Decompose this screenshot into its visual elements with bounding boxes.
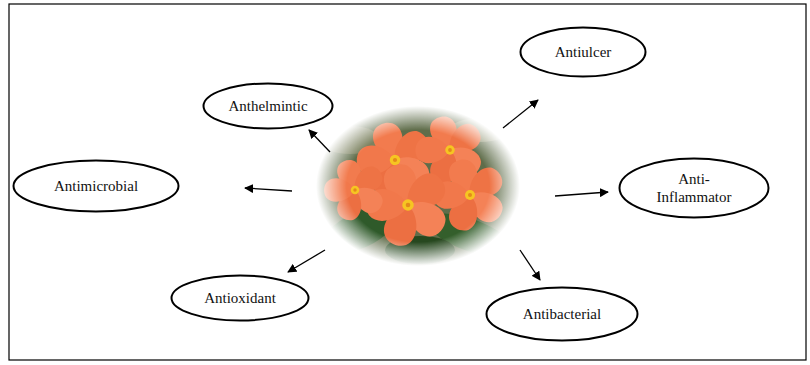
effect-label: Antibacterial bbox=[523, 305, 601, 323]
ellipse-shape bbox=[172, 276, 309, 321]
ellipse-node: Antibacterial bbox=[485, 286, 639, 342]
pointer-arrow bbox=[245, 188, 292, 191]
effect-label: Antioxidant bbox=[204, 289, 276, 307]
effect-label: Antiulcer bbox=[555, 43, 612, 61]
node-label-group: Antioxidant bbox=[204, 289, 276, 307]
pointer-arrow bbox=[520, 250, 540, 280]
frame bbox=[9, 4, 806, 360]
node-label-group: Antiulcer bbox=[555, 43, 612, 61]
ellipse-shape bbox=[14, 161, 179, 212]
ellipse-node: Antioxidant bbox=[170, 274, 310, 322]
ellipse-shape bbox=[620, 159, 769, 218]
node-label-group: Antibacterial bbox=[523, 305, 601, 323]
ellipse-shape bbox=[487, 288, 638, 341]
pointer-arrow bbox=[288, 250, 325, 272]
ellipse-node: Anti- Inflammator bbox=[618, 157, 770, 219]
flower-photo bbox=[300, 100, 540, 270]
effect-label: Antimicrobial bbox=[54, 177, 138, 195]
pointer-arrows bbox=[245, 100, 608, 280]
effect-label: Anti- Inflammator bbox=[647, 170, 742, 206]
ellipse-outline bbox=[618, 157, 770, 219]
ellipse-node: Antimicrobial bbox=[12, 159, 180, 213]
ellipse-node: Antiulcer bbox=[519, 26, 647, 78]
effect-label: Anthelmintic bbox=[228, 97, 307, 115]
ellipse-shape bbox=[521, 28, 646, 77]
node-label-group: Anti- Inflammator bbox=[647, 170, 742, 206]
ellipse-node: Anthelmintic bbox=[202, 82, 334, 130]
pointer-arrow bbox=[309, 130, 330, 152]
pointer-arrow bbox=[555, 192, 608, 196]
pointer-arrow bbox=[503, 100, 538, 128]
ellipse-shape bbox=[204, 84, 333, 129]
node-label-group: Antimicrobial bbox=[54, 177, 138, 195]
node-label-group: Anthelmintic bbox=[228, 97, 307, 115]
